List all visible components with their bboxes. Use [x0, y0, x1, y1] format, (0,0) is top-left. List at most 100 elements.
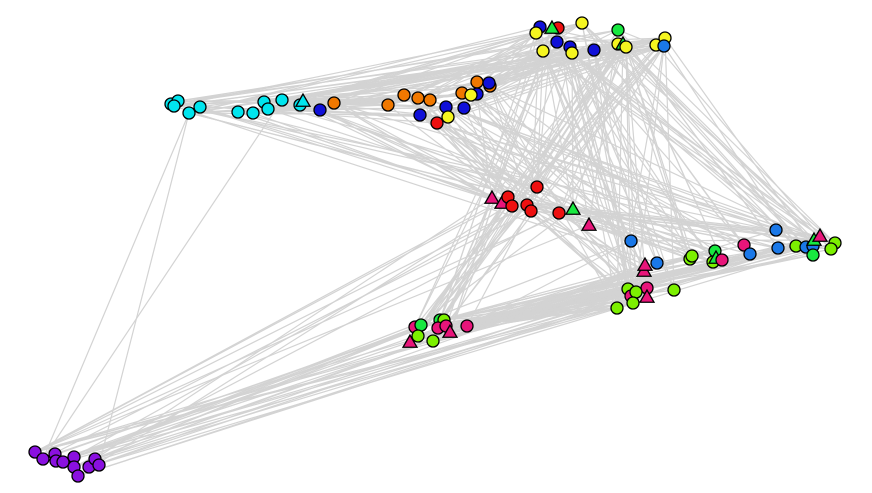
triangle-node [636, 256, 654, 271]
edge [177, 37, 666, 102]
edge [443, 259, 723, 321]
circle-node [806, 248, 820, 262]
edge [170, 103, 836, 244]
edge [302, 100, 509, 198]
edge [34, 224, 590, 453]
edge [177, 41, 558, 102]
edge [34, 288, 629, 453]
circle-node [536, 44, 550, 58]
edge [188, 26, 541, 114]
circle-node [327, 96, 341, 110]
edge [643, 253, 751, 272]
edge [94, 291, 637, 460]
circle-node [441, 110, 455, 124]
edge [414, 41, 558, 328]
circle-node [626, 296, 640, 310]
circle-node [56, 455, 70, 469]
edge [77, 186, 538, 477]
edge [333, 102, 815, 241]
circle-node [737, 238, 751, 252]
circle-node [530, 180, 544, 194]
edge [581, 22, 807, 248]
edge [445, 106, 723, 261]
edge [34, 270, 645, 453]
edge [252, 112, 503, 204]
edge [581, 22, 836, 244]
edge [263, 101, 779, 249]
edge [664, 37, 675, 291]
circle-node [275, 93, 289, 107]
edge [417, 97, 648, 298]
circle-node [715, 253, 729, 267]
edge-layer [34, 22, 836, 477]
edge [417, 205, 513, 337]
edge [655, 44, 821, 237]
circle-node [193, 100, 207, 114]
circle-node [381, 98, 395, 112]
edge [535, 32, 619, 45]
circle-node [167, 99, 181, 113]
circle-node [529, 26, 543, 40]
edge [88, 242, 836, 468]
edge [542, 50, 637, 293]
edge [73, 240, 632, 458]
edge [635, 45, 665, 293]
edge [536, 50, 544, 188]
circle-node [182, 106, 196, 120]
edge [333, 27, 553, 104]
circle-node [36, 452, 50, 466]
edge [535, 32, 836, 244]
edge [449, 27, 553, 333]
edge [333, 102, 645, 272]
edge [617, 29, 836, 244]
circle-node [610, 301, 624, 315]
circle-node [743, 247, 757, 261]
edge [488, 82, 618, 309]
edge [34, 208, 574, 453]
edge [42, 210, 532, 460]
circle-node [565, 46, 579, 60]
circle-node [464, 88, 478, 102]
triangle-node [580, 216, 598, 231]
edge [461, 92, 691, 260]
triangle-node [638, 288, 656, 303]
circle-node [413, 108, 427, 122]
edge [558, 212, 645, 272]
edge [42, 319, 441, 460]
circle-node [505, 199, 519, 213]
circle-node [313, 103, 327, 117]
circle-node [550, 35, 564, 49]
circle-node [397, 88, 411, 102]
edge [420, 196, 509, 326]
circle-node [824, 242, 838, 256]
edge [558, 212, 691, 260]
edge [625, 46, 648, 298]
edge [439, 264, 646, 321]
circle-node [685, 249, 699, 263]
triangle-node [564, 200, 582, 215]
circle-node [650, 256, 664, 270]
circle-node [667, 283, 681, 297]
edge [556, 37, 666, 43]
edge [437, 196, 509, 329]
edge [319, 109, 717, 259]
edge [617, 29, 657, 46]
triangle-node [401, 333, 419, 348]
edge [488, 82, 716, 252]
circle-node [769, 223, 783, 237]
edge [501, 43, 619, 204]
circle-node [619, 40, 633, 54]
edge [34, 204, 528, 453]
circle-node [552, 206, 566, 220]
edge [62, 302, 634, 463]
circle-node [624, 234, 638, 248]
node-layer [28, 16, 842, 483]
circle-node [524, 204, 538, 218]
circle-node [423, 93, 437, 107]
edge [489, 85, 815, 241]
edge [569, 46, 634, 304]
edge [34, 302, 634, 453]
circle-node [771, 241, 785, 255]
edge [77, 295, 632, 477]
